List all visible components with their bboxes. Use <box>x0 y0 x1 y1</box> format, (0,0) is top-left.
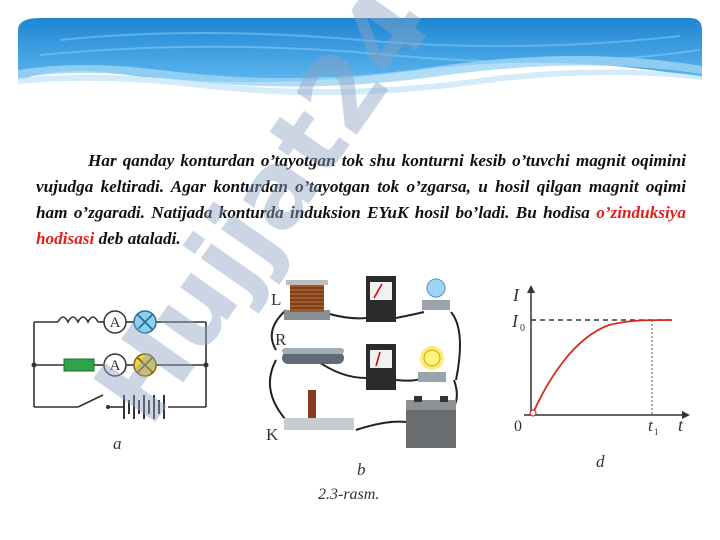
paragraph-text-after: deb ataladi. <box>94 229 181 248</box>
lamp-icon <box>133 310 157 334</box>
figure-caption: 2.3-rasm. <box>318 486 380 503</box>
svg-text:t: t <box>678 415 684 435</box>
figure-a-label: a <box>113 434 122 453</box>
label-R: R <box>275 330 287 349</box>
rheostat-icon <box>282 348 344 364</box>
label-K: K <box>266 425 279 444</box>
svg-text:A: A <box>110 358 121 374</box>
svg-text:0: 0 <box>520 323 525 334</box>
bulb-icon <box>422 278 450 310</box>
switch-icon <box>284 390 354 430</box>
figure-d-label: d <box>596 452 605 471</box>
figure-a-circuit: A A <box>31 310 209 419</box>
label-L: L <box>271 290 282 309</box>
highlight-term: o’zinduksiya hodisasi <box>36 203 686 248</box>
battery-icon <box>406 396 456 448</box>
svg-text:I: I <box>511 311 519 331</box>
header-banner <box>18 18 702 96</box>
figure-b-label: b <box>357 460 366 479</box>
paragraph-text-before: Har qanday konturdan o’tayotgan tok shu … <box>36 151 686 222</box>
svg-text:0: 0 <box>514 418 522 435</box>
svg-text:I: I <box>512 285 520 305</box>
meter-icon <box>366 344 396 390</box>
lamp-icon <box>133 353 157 377</box>
ammeter-icon <box>103 310 127 334</box>
meter-icon <box>366 276 396 322</box>
current-curve <box>532 319 673 414</box>
svg-text:t: t <box>648 416 654 435</box>
ammeter-icon <box>103 353 127 377</box>
bulb-icon <box>418 346 446 382</box>
figure-b-apparatus <box>269 276 461 448</box>
svg-text:1: 1 <box>654 427 659 437</box>
figure-d-graph: I I 0 0 t 1 t <box>511 285 690 437</box>
svg-text:A: A <box>110 315 121 331</box>
body-paragraph: Har qanday konturdan o’tayotgan tok shu … <box>36 148 686 252</box>
coil-icon <box>284 280 330 320</box>
resistor-icon <box>63 358 95 372</box>
